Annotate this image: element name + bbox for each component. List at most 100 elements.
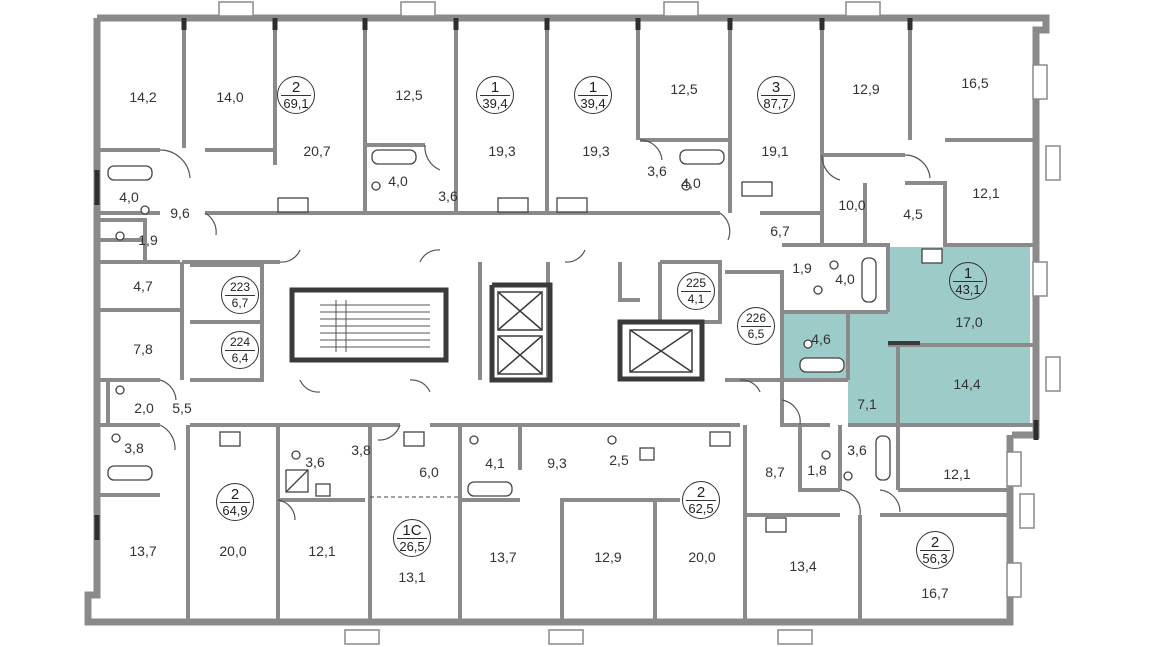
sink-icon [219,431,241,447]
service-room-number: 226 [745,310,767,325]
apartment-rooms: 1 [490,78,500,96]
service-room-badge: 225 4,1 [677,272,715,310]
apartment-rooms: 2 [930,533,940,551]
apartment-area: 26,5 [397,537,427,553]
apartment-badge-highlighted[interactable]: 1 43,1 [949,262,987,300]
sink-icon [556,197,588,213]
room-area-label: 4,7 [133,278,153,294]
toilet-icon [469,435,479,445]
sink-icon [497,197,529,213]
room-area-label: 4,0 [681,175,701,191]
apartment-area: 87,7 [761,94,791,110]
sink-icon [741,181,773,197]
room-area-label: 13,7 [129,543,157,559]
apartment-area: 39,4 [578,94,608,110]
service-room-badge: 224 6,4 [221,331,259,369]
room-area-label: 14,0 [216,89,244,105]
room-area-label: 20,0 [688,549,716,565]
room-area-label: 4,1 [485,455,505,471]
room-area-label: 3,6 [847,442,867,458]
toilet-icon [843,471,853,481]
bathtub-icon [799,357,845,373]
toilet-icon [821,450,831,460]
service-room-badge: 223 6,7 [221,276,259,314]
room-area-label: 19,3 [488,143,516,159]
apartment-rooms: 2 [230,485,240,503]
sink-icon [765,517,787,533]
apartment-badge[interactable]: 2 64,9 [216,483,254,521]
room-area-label: 14,4 [953,376,981,392]
bathtub-icon [107,465,153,481]
interior-walls [97,18,1036,622]
room-area-label: 8,7 [765,464,785,480]
structural-walls [289,282,705,383]
room-area-label: 4,0 [119,189,139,205]
bathtub-icon [467,481,513,497]
toilet-icon [140,205,150,215]
apartment-badge[interactable]: 1 39,4 [574,76,612,114]
toilet-icon [607,435,617,445]
elevator-shafts [497,291,693,375]
sink-icon [315,483,331,497]
room-area-label: 16,7 [921,585,949,601]
service-room-badge: 226 6,5 [737,307,775,345]
toilet-icon [291,450,301,460]
service-room-number: 223 [229,279,251,294]
room-area-label: 3,6 [647,163,667,179]
room-area-label: 4,6 [811,331,831,347]
room-area-label: 10,0 [838,197,866,213]
sink-icon [921,248,943,264]
room-area-label: 2,0 [134,400,154,416]
room-area-label: 13,1 [398,569,426,585]
apartment-area: 62,5 [686,499,716,515]
service-room-number: 225 [685,275,707,290]
room-area-label: 3,6 [438,188,458,204]
apartment-badge[interactable]: 2 69,1 [277,76,315,114]
room-area-label: 20,7 [303,143,331,159]
toilet-icon [681,181,691,191]
toilet-icon [115,231,125,241]
toilet-icon [813,285,823,295]
room-area-label: 12,1 [972,185,1000,201]
room-area-label: 20,0 [219,543,247,559]
fixtures [107,149,943,533]
apartment-rooms: 1 [963,264,973,282]
bathtub-icon [875,435,891,481]
bathtub-icon [371,149,417,165]
service-room-number: 224 [229,334,251,349]
room-area-label: 3,6 [305,454,325,470]
toilet-icon [803,339,813,349]
room-area-label: 2,5 [609,452,629,468]
room-area-label: 17,0 [955,314,983,330]
apartment-badge[interactable]: 2 62,5 [682,481,720,519]
room-area-label: 16,5 [961,75,989,91]
apartment-badge[interactable]: 3 87,7 [757,76,795,114]
apartment-badge[interactable]: 1С 26,5 [393,519,431,557]
staircase [320,300,430,352]
room-area-label: 1,9 [792,260,812,276]
apartment-badge[interactable]: 2 56,3 [916,531,954,569]
apartment-rooms: 3 [771,78,781,96]
room-area-label: 12,9 [852,81,880,97]
bathtub-icon [107,165,153,181]
room-area-label: 1,8 [807,462,827,478]
apartment-area: 39,4 [480,94,510,110]
windows [218,1,1061,645]
room-area-label: 5,5 [172,400,192,416]
room-area-label: 7,8 [133,341,153,357]
room-area-label: 4,5 [903,206,923,222]
bathtub-icon [861,257,877,303]
apartment-area: 64,9 [220,501,250,517]
room-area-label: 9,3 [547,455,567,471]
apartment-badge[interactable]: 1 39,4 [476,76,514,114]
room-area-label: 4,0 [835,271,855,287]
service-room-area: 6,5 [741,325,771,341]
room-area-label: 12,5 [670,81,698,97]
service-room-area: 4,1 [681,290,711,306]
room-area-label: 3,8 [124,440,144,456]
service-room-area: 6,7 [225,294,255,310]
doors [159,139,931,521]
apartment-area: 56,3 [920,549,950,565]
room-area-label: 12,5 [395,87,423,103]
room-area-label: 4,0 [388,173,408,189]
